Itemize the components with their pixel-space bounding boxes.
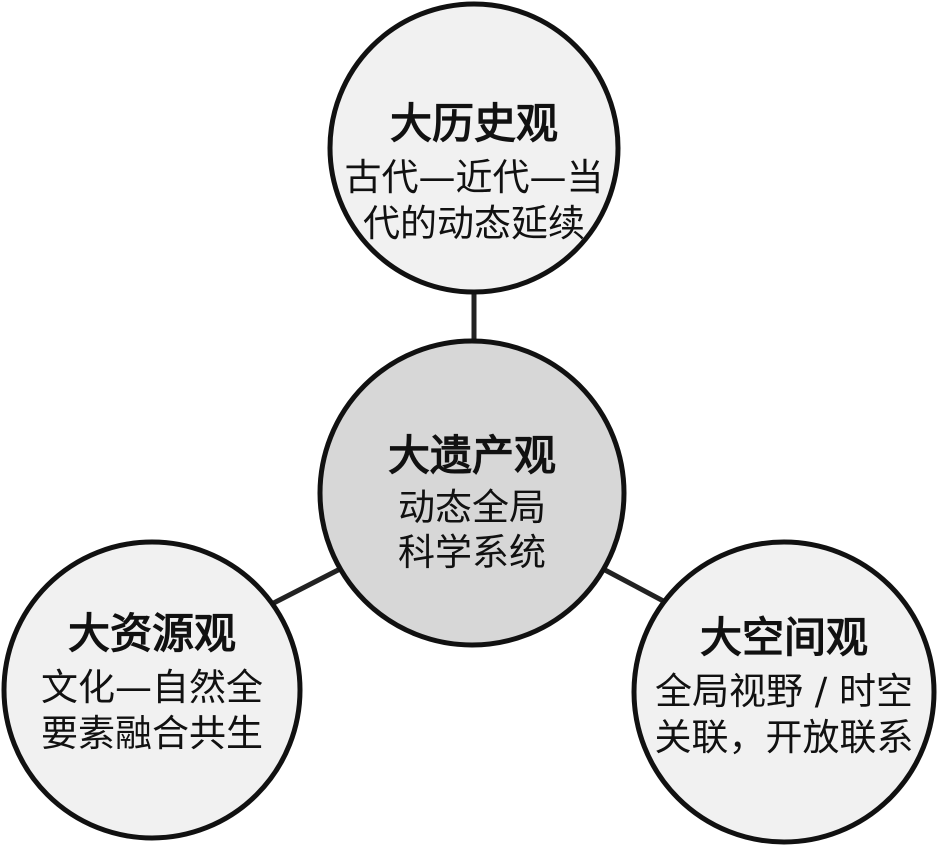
node-left-circle — [1, 539, 303, 841]
node-left-title: 大资源观 — [68, 609, 236, 658]
node-left-line1: 文化—自然全 — [41, 666, 263, 709]
node-right-line2: 关联，开放联系 — [655, 716, 914, 759]
node-center-circle — [317, 338, 627, 648]
node-top: 大历史观 古代—近代—当 代的动态延续 — [327, 1, 621, 295]
node-center: 大遗产观 动态全局 科学系统 — [317, 338, 627, 648]
node-center-title: 大遗产观 — [388, 431, 556, 480]
node-right-line1: 全局视野 / 时空 — [655, 670, 913, 713]
node-center-line2: 科学系统 — [398, 531, 546, 574]
node-right-title: 大空间观 — [700, 613, 868, 662]
node-top-line1: 古代—近代—当 — [345, 156, 604, 199]
node-top-line2: 代的动态延续 — [363, 202, 585, 245]
node-left: 大资源观 文化—自然全 要素融合共生 — [1, 539, 303, 841]
node-right-circle — [631, 539, 937, 845]
node-center-line1: 动态全局 — [398, 486, 546, 529]
node-top-title: 大历史观 — [390, 99, 558, 148]
node-left-line2: 要素融合共生 — [41, 712, 263, 755]
node-top-circle — [327, 1, 621, 295]
node-right: 大空间观 全局视野 / 时空 关联，开放联系 — [631, 539, 937, 845]
